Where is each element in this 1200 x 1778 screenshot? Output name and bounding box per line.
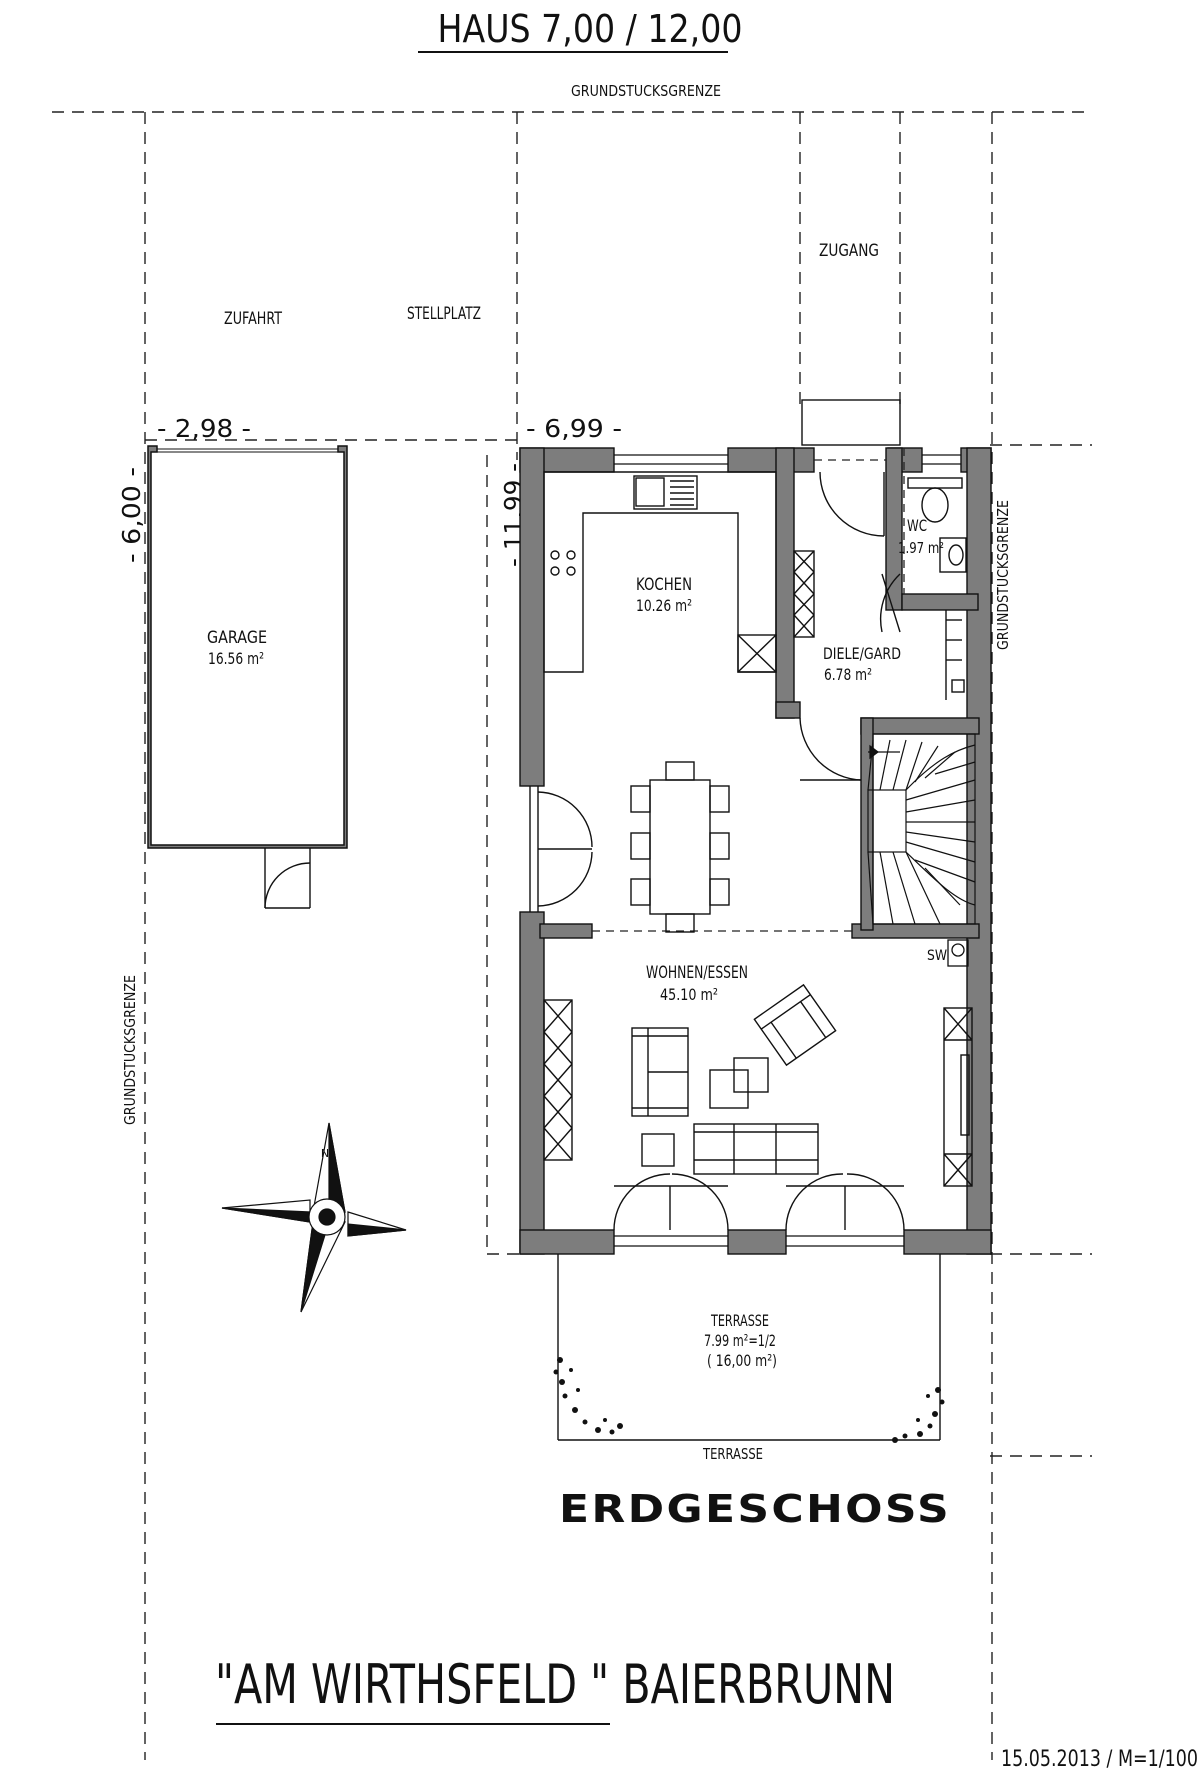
dim-house-width: - 6,99 - [526,414,622,443]
wohnen-area: 45.10 m² [660,985,718,1004]
room-separators [592,448,905,932]
project-name: "AM WIRTHSFELD " BAIERBRUNN [215,1653,895,1716]
dim-garage-width: - 2,98 - [157,414,251,443]
wc-name: WC [907,516,927,535]
terrasse-area-full: ( 16,00 m²) [707,1351,777,1370]
garage-name: GARAGE [207,628,267,648]
sw-fixture [947,939,969,967]
date-scale: 15.05.2013 / M=1/100 [1001,1747,1198,1772]
boundary-label-left: GRUNDSTUCKSGRENZE [121,975,139,1125]
kitchen-counter [543,471,777,673]
label-zufahrt: ZUFAHRT [224,309,282,329]
entrance-canopy [801,399,901,446]
diele-name: DIELE/GARD [823,644,901,663]
terrasse-label-bottom: TERRASSE [702,1445,763,1463]
diele-area: 6.78 m² [824,665,872,684]
floor-label: ERDGESCHOSS [559,1487,951,1531]
terrace-outline [557,1254,941,1441]
terrace-plants [553,1357,945,1443]
compass-label: N [321,1147,329,1160]
garage-door [264,848,311,909]
staircase [867,733,976,925]
windows [614,454,961,1247]
label-stellplatz: STELLPLATZ [407,304,481,324]
terrasse-area: 7.99 m²=1/2 [704,1331,776,1350]
kochen-area: 10.26 m² [636,596,692,615]
label-zugang: ZUGANG [819,241,879,261]
compass-icon [221,1122,407,1313]
dim-garage-depth: - 6,00 - [117,467,146,563]
living-furniture [543,983,973,1231]
boundary-label-right: GRUNDSTUCKSGRENZE [994,500,1012,650]
dining-table [630,761,730,933]
wc-fixtures [879,477,967,700]
boundary-label-top: GRUNDSTUCKSGRENZE [571,82,721,100]
house-walls [519,447,992,1255]
plan-title: HAUS 7,00 / 12,00 [438,7,743,51]
garage-area: 16.56 m² [208,649,264,668]
terrasse-name: TERRASSE [710,1311,769,1330]
garage-outline [147,445,348,849]
kochen-name: KOCHEN [636,575,692,595]
wc-area: 1.97 m² [898,539,944,557]
property-boundary-lines [52,111,1092,1760]
wohnen-name: WOHNEN/ESSEN [646,963,748,983]
hall-fixtures [793,471,885,781]
side-door [529,786,593,912]
sw-label: SW [927,948,947,964]
